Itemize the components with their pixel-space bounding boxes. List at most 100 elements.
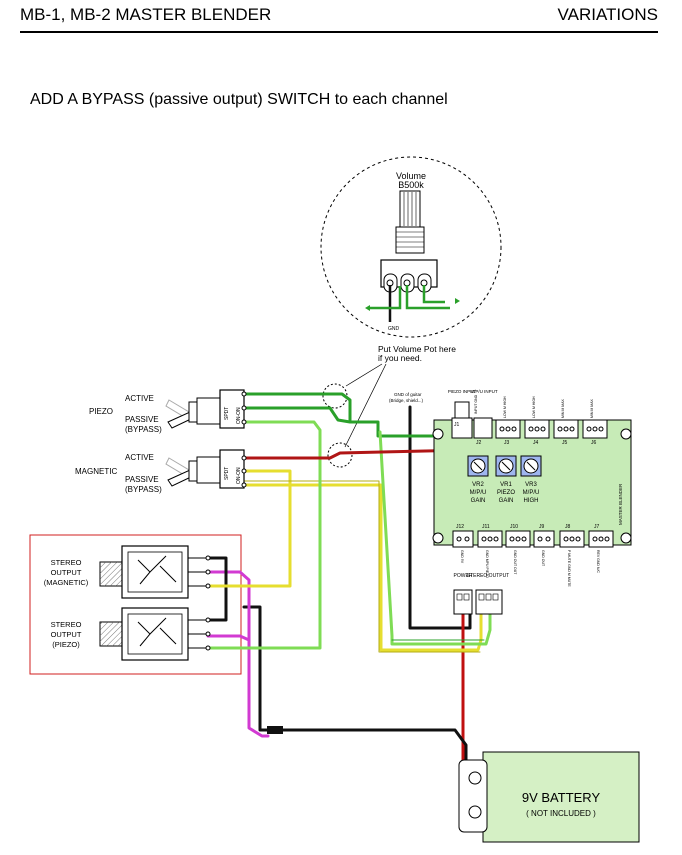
wire-green-piezo-out	[378, 430, 492, 646]
jack-magnetic[interactable]: STEREO OUTPUT (MAGNETIC)	[44, 545, 211, 599]
jack-piezo[interactable]: STEREO OUTPUT (PIEZO)	[51, 607, 211, 661]
stereo-output-box	[29, 534, 242, 675]
board-j8[interactable]: J8 P MUTE GND M MUTE	[559, 524, 585, 587]
piezo-switch-passive: PASSIVE	[125, 415, 159, 424]
board-pins-j11: GND MPU PIEZO	[485, 550, 489, 578]
jack-magnetic-line3: (MAGNETIC)	[44, 578, 89, 587]
trimmer-vr1-id: VR1	[500, 482, 512, 488]
wire-battery-negative	[242, 605, 468, 765]
toggle-bushing	[188, 401, 198, 423]
toggle-bushing	[188, 460, 198, 482]
battery-label: 9V BATTERY	[522, 790, 601, 805]
board-j2-header[interactable]	[473, 417, 493, 439]
trimmer-vr2-label2: GAIN	[471, 498, 486, 504]
battery: 9V BATTERY ( NOT INCLUDED )	[458, 751, 640, 843]
wire-magenta-mute	[206, 570, 270, 738]
magnetic-switch-active: ACTIVE	[125, 453, 154, 462]
piezo-switch-model: SPDT	[224, 407, 230, 420]
volume-insert-point-magnetic	[327, 442, 353, 468]
board-connector-j2: J2	[476, 440, 482, 446]
battery-body	[482, 751, 640, 843]
trimmer-vr3[interactable]: VR3 M/P/U HIGH	[520, 455, 542, 504]
header-title: MB-1, MB-2 MASTER BLENDER	[20, 5, 272, 24]
board-connector-j10: J10	[510, 524, 518, 530]
header-rule	[20, 31, 658, 33]
board-j9[interactable]: J9 GND OUT	[533, 524, 555, 567]
trimmer-vr3-label2: HIGH	[524, 498, 539, 504]
wire-green-piezo-passive	[206, 420, 322, 650]
jack-magnetic-line1: STEREO	[51, 558, 82, 567]
note-pointer-2	[344, 363, 387, 448]
board-connector-j9: J9	[539, 524, 545, 530]
power-plug[interactable]	[453, 589, 473, 615]
board-pins-j6: MIN M MAX	[590, 398, 594, 418]
board-piezo-input-label: PIEZO INPUT	[448, 389, 477, 394]
note-pointer-1	[345, 363, 383, 387]
stereo-output-plug[interactable]	[475, 589, 503, 615]
wire-yellow-magnetic-out	[242, 483, 483, 652]
board-pins-j12: GND 9V	[460, 550, 464, 564]
magnetic-switch-bypass: (BYPASS)	[125, 485, 162, 494]
board-mpu-input-label: M/P/U INPUT	[470, 389, 498, 394]
magnetic-switch-passive: PASSIVE	[125, 475, 159, 484]
volume-value: B500k	[398, 180, 424, 190]
trimmer-vr2-label1: M/P/U	[470, 490, 487, 496]
board-connector-j5: J5	[562, 440, 568, 446]
board-name: MASTER BLENDER	[618, 483, 623, 525]
volume-title: Volume	[396, 171, 426, 181]
volume-pot-detail: Volume B500k GND	[320, 156, 502, 338]
board-pcb	[433, 419, 632, 546]
battery-snap	[458, 759, 488, 833]
volume-pot-icon	[380, 190, 438, 293]
wire-joint	[267, 726, 283, 734]
magnetic-switch-channel: MAGNETIC	[75, 467, 117, 476]
wire-green-piezo-common	[242, 392, 352, 422]
trimmer-vr2-id: VR2	[472, 482, 484, 488]
wire-yellow-shadow	[243, 480, 481, 653]
volume-note-line1: Put Volume Pot here	[378, 344, 456, 354]
board-j11[interactable]: J11 GND MPU PIEZO	[477, 524, 503, 578]
volume-note-line2: if you need.	[378, 353, 422, 363]
jack-magnetic-line2: OUTPUT	[51, 568, 82, 577]
volume-out-arrow	[455, 298, 460, 304]
battery-note: ( NOT INCLUDED )	[526, 809, 596, 818]
volume-wiper-wire	[422, 285, 445, 304]
magnetic-switch-mode: ON-ON	[236, 467, 242, 484]
board-connector-j11: J11	[482, 524, 490, 530]
jack-piezo-line2: OUTPUT	[51, 630, 82, 639]
trimmer-vr1-label1: PIEZO	[497, 490, 515, 496]
board-pins-j8: P MUTE GND M MUTE	[567, 550, 571, 587]
board-pins-j3: LOW M HIGH	[503, 396, 507, 418]
board-connector-j8: J8	[565, 524, 571, 530]
board-pins-j7: REV GND N/C	[596, 550, 600, 573]
piezo-switch-mode: ON-ON	[236, 407, 242, 424]
wire-green-piezo-active	[242, 406, 445, 438]
jack-piezo-line3: (PIEZO)	[52, 640, 80, 649]
board-connector-j7: J7	[594, 524, 600, 530]
magnetic-switch[interactable]: MAGNETIC ACTIVE PASSIVE (BYPASS) SPDT ON…	[75, 449, 247, 494]
board-stereo-output-label: STEREO OUTPUT	[467, 573, 510, 579]
board-pins-j9: GND OUT	[541, 550, 545, 567]
board-connector-j3: J3	[504, 440, 510, 446]
volume-in-wire	[369, 286, 402, 310]
master-blender-board: PIEZO INPUT M/P/U INPUT MASTER BLENDER J…	[432, 389, 632, 615]
gnd-guitar-line2: (Bridge, shield...)	[389, 398, 424, 403]
trimmer-vr1[interactable]: VR1 PIEZO GAIN	[495, 455, 517, 504]
board-j7[interactable]: J7 REV GND N/C	[588, 524, 614, 573]
board-connector-j4: J4	[533, 440, 539, 446]
trimmer-vr2[interactable]: VR2 M/P/U GAIN	[467, 455, 489, 504]
board-j10[interactable]: J10 GND OUT OUT	[505, 524, 531, 575]
board-pins-j2: INPUT GND	[474, 394, 478, 414]
volume-gnd-label: GND	[388, 326, 400, 332]
board-connector-j12: J12	[456, 524, 464, 530]
wire-jack-gnd	[206, 556, 228, 622]
volume-out-wire	[405, 285, 450, 310]
board-connector-j1: J1	[454, 422, 460, 428]
piezo-switch[interactable]: PIEZO ACTIVE PASSIVE (BYPASS) SPDT ON-ON	[89, 389, 247, 434]
board-pins-j10: GND OUT OUT	[513, 550, 517, 575]
board-j12[interactable]: J12 GND 9V	[452, 524, 474, 564]
wire-guitar-gnd	[408, 405, 472, 630]
header-section: VARIATIONS	[557, 5, 658, 24]
board-power-label: POWER	[454, 573, 473, 579]
